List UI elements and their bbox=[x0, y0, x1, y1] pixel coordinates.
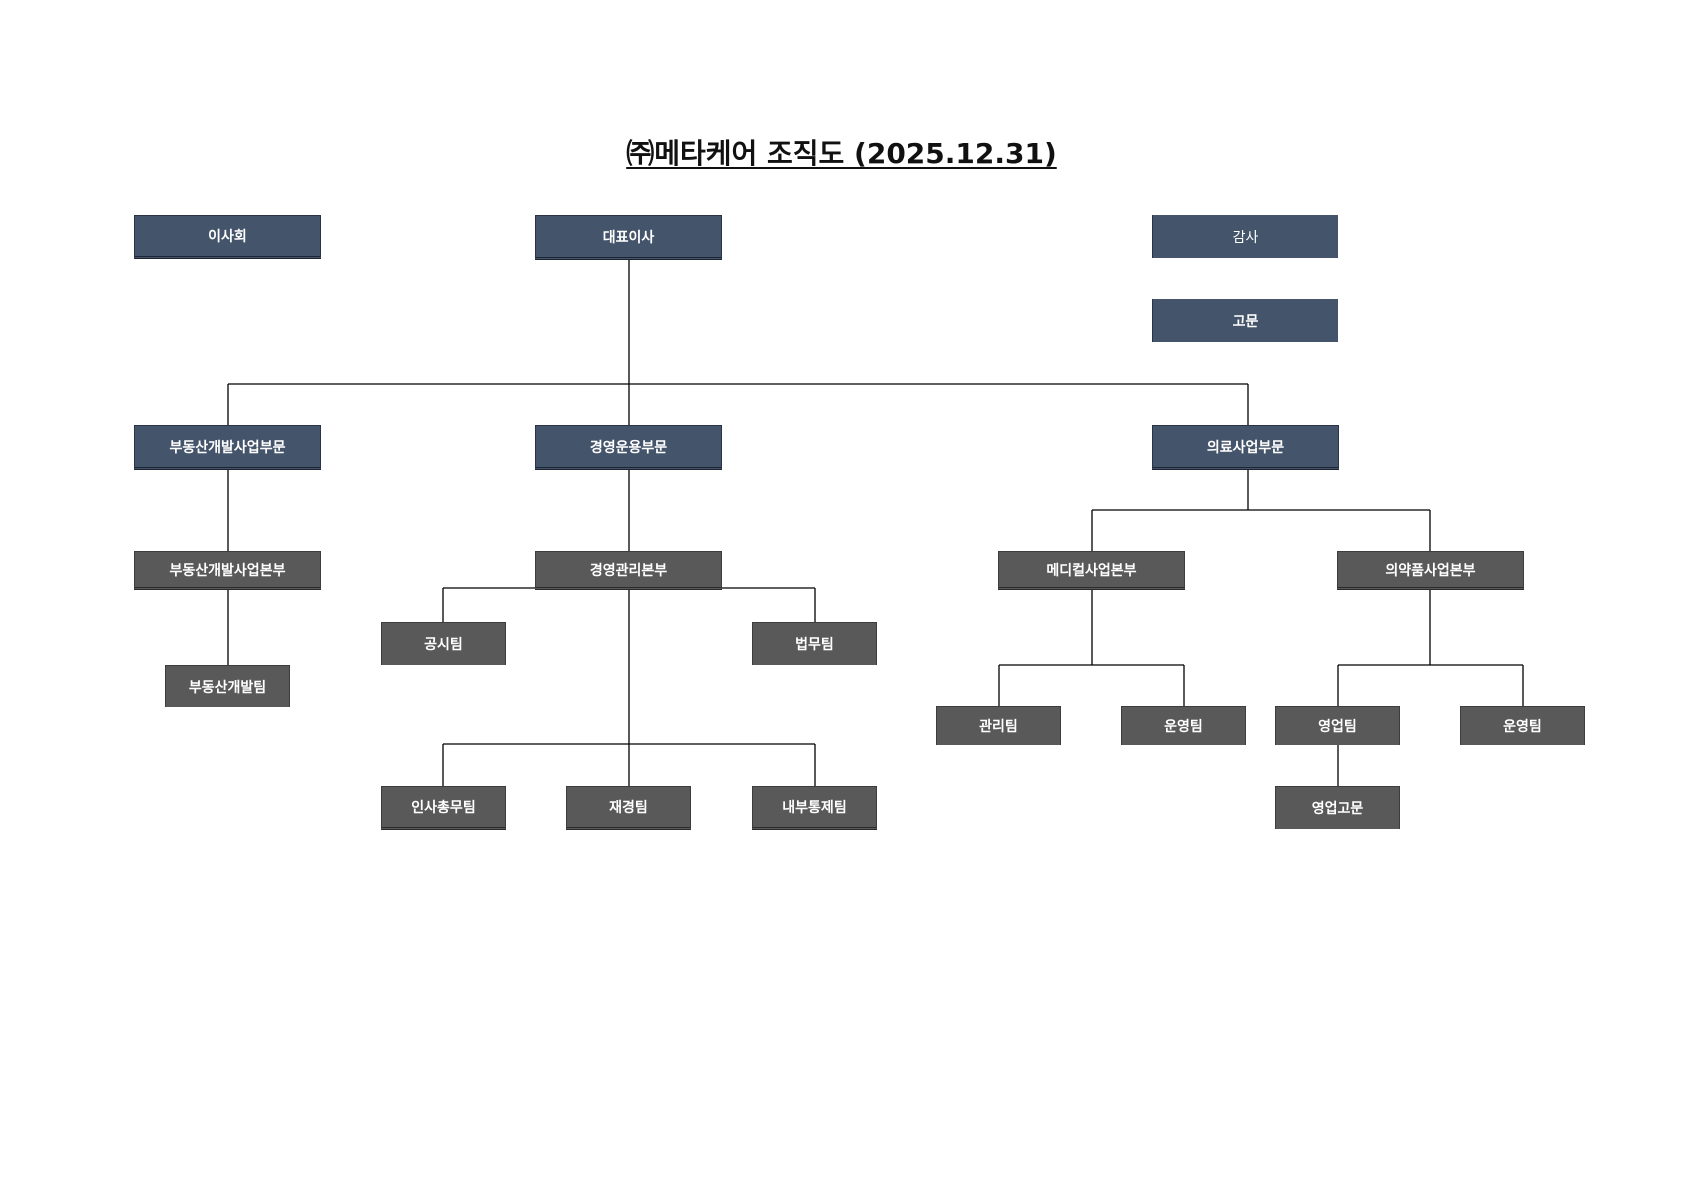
team-sales-advisor: 영업고문 bbox=[1275, 786, 1400, 829]
division-realestate: 부동산개발사업부문 bbox=[134, 425, 321, 470]
hq-pharma: 의약품사업본부 bbox=[1337, 551, 1524, 590]
board-box: 이사회 bbox=[134, 215, 321, 259]
team-hr-general: 인사총무팀 bbox=[381, 786, 506, 830]
team-medical-admin: 관리팀 bbox=[936, 706, 1061, 745]
hq-medical: 메디컬사업본부 bbox=[998, 551, 1185, 590]
team-pharma-ops: 운영팀 bbox=[1460, 706, 1585, 745]
team-pharma-sales: 영업팀 bbox=[1275, 706, 1400, 745]
hq-realestate: 부동산개발사업본부 bbox=[134, 551, 321, 590]
advisor-box: 고문 bbox=[1152, 299, 1338, 342]
team-realestate-dev: 부동산개발팀 bbox=[165, 665, 290, 707]
team-disclosure: 공시팀 bbox=[381, 622, 506, 665]
page-title: ㈜메타케어 조직도 (2025.12.31) bbox=[626, 137, 1057, 170]
division-management: 경영운용부문 bbox=[535, 425, 722, 470]
ceo-box: 대표이사 bbox=[535, 215, 722, 260]
division-medical: 의료사업부문 bbox=[1152, 425, 1339, 470]
team-medical-ops: 운영팀 bbox=[1121, 706, 1246, 745]
team-finance: 재경팀 bbox=[566, 786, 691, 830]
hq-management: 경영관리본부 bbox=[535, 551, 722, 590]
audit-box: 감사 bbox=[1152, 215, 1338, 258]
team-internal-control: 내부통제팀 bbox=[752, 786, 877, 830]
team-legal: 법무팀 bbox=[752, 622, 877, 665]
